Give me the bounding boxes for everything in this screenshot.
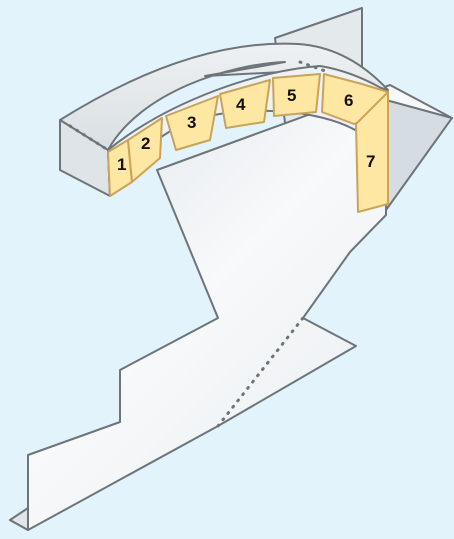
segment-label-5: 5 — [287, 86, 296, 105]
segment-label-4: 4 — [236, 95, 246, 114]
segment-5: 5 — [273, 74, 320, 116]
segment-label-1: 1 — [117, 155, 126, 174]
segment-label-6: 6 — [344, 91, 353, 110]
segment-label-2: 2 — [141, 134, 150, 153]
segment-label-7: 7 — [366, 152, 375, 171]
segment-label-3: 3 — [187, 113, 196, 132]
